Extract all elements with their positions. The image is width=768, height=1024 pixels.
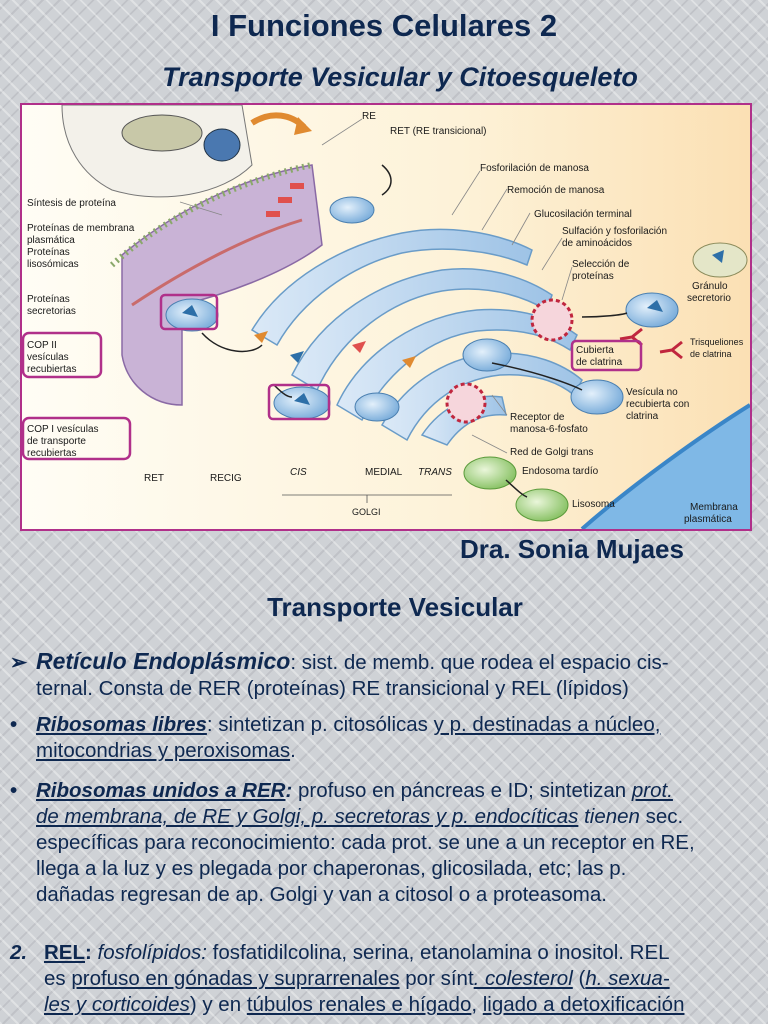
author-name: Dra. Sonia Mujaes (460, 534, 684, 564)
endoplasmic-reticulum (121, 164, 323, 406)
label-cubierta-1: Cubierta (576, 345, 614, 356)
label-vesicula-1: Vesícula no (626, 387, 678, 398)
label-trans: TRANS (418, 467, 452, 478)
term-rel: REL (44, 941, 85, 964)
label-cop1-3: recubiertas (27, 448, 76, 459)
label-recig: RECIG (210, 473, 242, 484)
label-vesicula-2: recubierta con (626, 399, 689, 410)
label-endosoma: Endosoma tardío (522, 466, 599, 477)
term-ribosomas-libres: Ribosomas libres (36, 713, 207, 736)
label-receptor-1: Receptor de (510, 412, 565, 423)
bullet-icon: • (10, 713, 18, 736)
number-marker: 2. (10, 941, 28, 964)
label-receptor-2: manosa-6-fosfato (510, 424, 588, 435)
label-prot-memb-2: plasmática (27, 235, 75, 246)
label-membrana-1: Membrana (690, 502, 738, 513)
label-lisosoma: Lisosoma (572, 499, 615, 510)
label-golgi: GOLGI (352, 507, 381, 517)
label-prot-liso-1: Proteínas (27, 247, 70, 258)
label-remocion: Remoción de manosa (507, 185, 605, 196)
label-cubierta-2: de clatrina (576, 357, 623, 368)
label-ret: RET (144, 473, 164, 484)
label-granulo-2: secretorio (687, 293, 731, 304)
label-red-golgi: Red de Golgi trans (510, 447, 593, 458)
label-sulfacion-2: de aminoácidos (562, 238, 632, 249)
label-ret-trans: RET (RE transicional) (390, 126, 487, 137)
bullet-icon: • (10, 779, 18, 802)
plasma-membrane-shape (582, 405, 750, 529)
label-seleccion-1: Selección de (572, 259, 630, 270)
label-medial: MEDIAL (365, 467, 403, 478)
label-sintesis: Síntesis de proteína (27, 198, 116, 209)
label-trisqueliones-1: Trisqueliones (690, 337, 744, 347)
clathrin-triskelion-icon (619, 327, 683, 360)
golgi-diagram-figure: RE RET (RE transicional) Síntesis de pro… (20, 103, 752, 531)
label-cop1-2: de transporte (27, 436, 86, 447)
page-title: I Funciones Celulares 2 (210, 8, 558, 43)
label-granulo-1: Gránulo (692, 281, 728, 292)
label-cop1-1: COP I vesículas (27, 424, 99, 435)
paragraph-ribosomas-libres: •Ribosomas libres: sintetizan p. citosól… (10, 713, 661, 762)
label-sulfacion-1: Sulfación y fosforilación (562, 226, 667, 237)
label-prot-secr-1: Proteínas (27, 294, 70, 305)
golgi-cisterna-1 (250, 228, 533, 347)
label-cop2-2: vesículas (27, 352, 69, 363)
label-prot-memb-1: Proteínas de membrana (27, 223, 135, 234)
label-seleccion-2: proteínas (572, 271, 614, 282)
paragraph-ribosomas-rer: •Ribosomas unidos a RER: profuso en pánc… (10, 779, 695, 906)
paragraph-rel: 2.REL: fosfolípidos: fosfatidilcolina, s… (10, 941, 685, 1016)
paragraph-reticulo: ➢Retículo Endoplásmico: sist. de memb. q… (10, 648, 669, 700)
arrow-bullet-icon: ➢ (10, 651, 28, 674)
section-title: Transporte Vesicular (267, 592, 523, 622)
label-membrana-2: plasmática (684, 514, 732, 525)
label-fosforilacion: Fosforilación de manosa (480, 163, 589, 174)
label-cis: CIS (290, 467, 307, 478)
page-subtitle: Transporte Vesicular y Citoesqueleto (162, 62, 638, 92)
label-cop2-1: COP II (27, 340, 57, 351)
term-ribosomas-rer: Ribosomas unidos a RER (36, 779, 286, 802)
label-prot-secr-2: secretorias (27, 306, 76, 317)
label-glucosilacion: Glucosilación terminal (534, 209, 632, 220)
golgi-diagram: RE RET (RE transicional) Síntesis de pro… (22, 105, 750, 529)
label-cop2-3: recubiertas (27, 364, 76, 375)
label-prot-liso-2: lisosómicas (27, 259, 79, 270)
label-trisqueliones-2: de clatrina (690, 349, 732, 359)
term-reticulo: Retículo Endoplásmico (36, 648, 291, 674)
label-vesicula-3: clatrina (626, 411, 659, 422)
label-re: RE (362, 111, 376, 122)
